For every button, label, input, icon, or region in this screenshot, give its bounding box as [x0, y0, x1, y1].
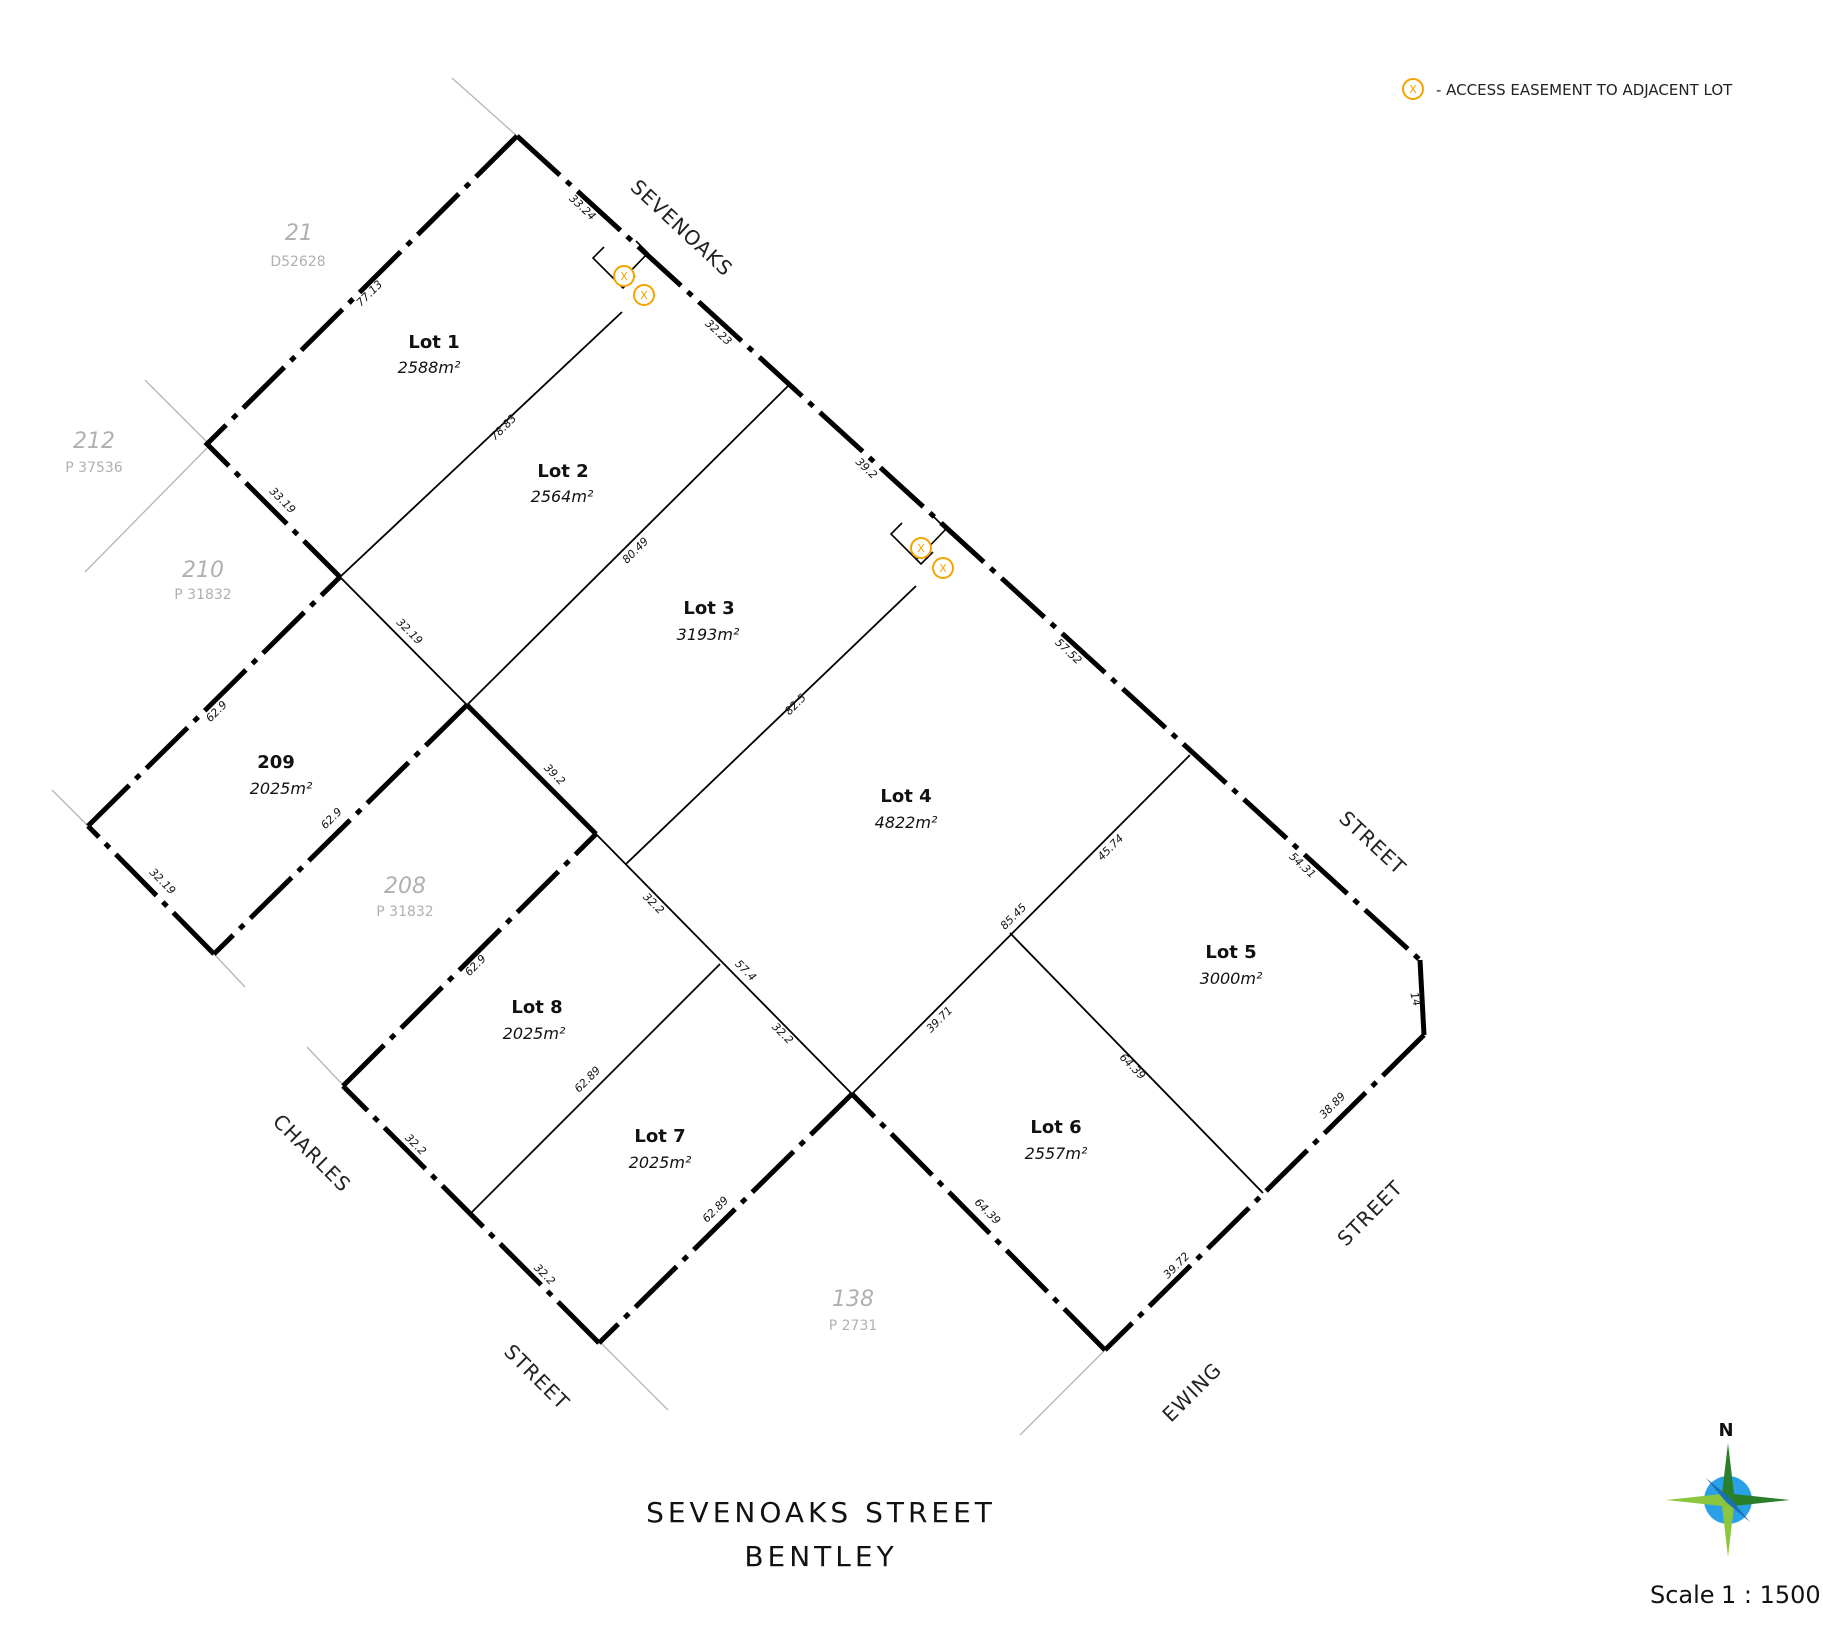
- lot-lines: [339, 311, 1264, 1213]
- neighbour-208-ref: P 31832: [376, 904, 433, 920]
- dim-label: 39.2: [853, 455, 880, 481]
- plan-title: SEVENOAKS STREET BENTLEY: [646, 1496, 996, 1573]
- dim-label: 32.2: [769, 1020, 796, 1047]
- lot-5-name: Lot 5: [1205, 942, 1256, 963]
- lot-8-area: 2025m²: [503, 1024, 566, 1043]
- neighbour-labels: 21 D52628 212 P 37536 210 P 31832 208 P …: [65, 221, 877, 1334]
- street-charles: CHARLES: [268, 1109, 356, 1197]
- north-arrow: N: [1666, 1420, 1790, 1557]
- dim-label: 62.9: [462, 952, 489, 979]
- lot-2-name: Lot 2: [537, 461, 588, 482]
- neighbour-boundaries: [51, 77, 1106, 1436]
- scale-word: Scale: [1650, 1581, 1715, 1609]
- neighbour-212-ref: P 37536: [65, 460, 123, 476]
- dim-label: 57.4: [732, 957, 759, 984]
- svg-text:X: X: [640, 289, 648, 302]
- dimension-labels: 33.24 32.23 39.2 57.52 54.31 14 38.89 39…: [147, 192, 1424, 1288]
- dim-label: 32.2: [402, 1131, 429, 1158]
- dim-label: 32.2: [640, 890, 667, 917]
- street-ewing-street: STREET: [1332, 1175, 1407, 1250]
- legend: X - ACCESS EASEMENT TO ADJACENT LOT: [1402, 78, 1733, 100]
- title-line-1: SEVENOAKS STREET: [646, 1496, 996, 1529]
- scale-label: Scale 1 : 1500: [1650, 1581, 1821, 1609]
- street-ewing: EWING: [1157, 1357, 1226, 1426]
- lot-7-name: Lot 7: [634, 1126, 685, 1147]
- neighbour-138-ref: P 2731: [829, 1318, 878, 1334]
- lot-209-name: 209: [257, 752, 295, 773]
- lot-4-area: 4822m²: [875, 813, 938, 832]
- lot-3-area: 3193m²: [677, 625, 740, 644]
- neighbour-208-number: 208: [384, 874, 426, 899]
- dim-label: 78.83: [488, 412, 519, 443]
- north-label: N: [1718, 1420, 1733, 1441]
- lot-209-area: 2025m²: [250, 779, 313, 798]
- legend-easement-icon: X: [1402, 78, 1424, 100]
- lot-1-name: Lot 1: [408, 332, 459, 353]
- lot-5-area: 3000m²: [1200, 969, 1263, 988]
- legend-text: - ACCESS EASEMENT TO ADJACENT LOT: [1436, 81, 1733, 99]
- dim-label: 64.39: [1117, 1051, 1148, 1082]
- lot-1-area: 2588m²: [398, 358, 461, 377]
- dim-label: 45.74: [1095, 832, 1126, 863]
- easement-lower: X X: [889, 516, 954, 579]
- dim-label: 62.89: [572, 1064, 603, 1095]
- neighbour-21-number: 21: [285, 221, 313, 246]
- lot-4-name: Lot 4: [880, 786, 931, 807]
- street-sevenoaks: SEVENOAKS: [626, 175, 738, 282]
- dim-label: 32.19: [394, 616, 425, 647]
- dim-label: 85.45: [998, 901, 1029, 932]
- neighbour-210-number: 210: [182, 558, 224, 583]
- easement-icon-4: X: [932, 557, 954, 579]
- lot-labels: Lot 1 2588m² Lot 2 2564m² Lot 3 3193m² L…: [250, 332, 1263, 1172]
- lot-2-area: 2564m²: [531, 487, 594, 506]
- dim-label: 80.49: [620, 535, 651, 566]
- svg-text:X: X: [620, 270, 628, 283]
- svg-text:X: X: [917, 542, 925, 555]
- dim-label: 62.9: [203, 698, 230, 725]
- neighbour-210-ref: P 31832: [174, 587, 231, 603]
- svg-text:X: X: [1409, 83, 1417, 96]
- easement-upper: X X: [591, 240, 655, 306]
- dim-label: 32.2: [531, 1261, 558, 1288]
- street-charles-street: STREET: [499, 1339, 574, 1414]
- svg-text:X: X: [939, 562, 947, 575]
- scale-value: 1 : 1500: [1721, 1581, 1821, 1609]
- lot-3-name: Lot 3: [683, 598, 734, 619]
- neighbour-212-number: 212: [73, 429, 115, 454]
- dim-label: 82.5: [782, 691, 809, 718]
- easement-icon-2: X: [633, 284, 655, 306]
- lot-6-name: Lot 6: [1030, 1117, 1081, 1138]
- neighbour-138-number: 138: [832, 1287, 874, 1312]
- easement-icon-1: X: [613, 265, 635, 287]
- dim-label: 14: [1407, 991, 1423, 1008]
- lot-6-area: 2557m²: [1025, 1144, 1088, 1163]
- title-line-2: BENTLEY: [744, 1540, 897, 1573]
- street-sevenoaks-street: STREET: [1334, 806, 1411, 880]
- dim-label: 39.71: [924, 1004, 955, 1035]
- easement-icon-3: X: [910, 537, 932, 559]
- outer-boundary: [86, 134, 1427, 1352]
- lot-8-name: Lot 8: [511, 997, 562, 1018]
- neighbour-21-ref: D52628: [270, 254, 325, 270]
- lot-7-area: 2025m²: [629, 1153, 692, 1172]
